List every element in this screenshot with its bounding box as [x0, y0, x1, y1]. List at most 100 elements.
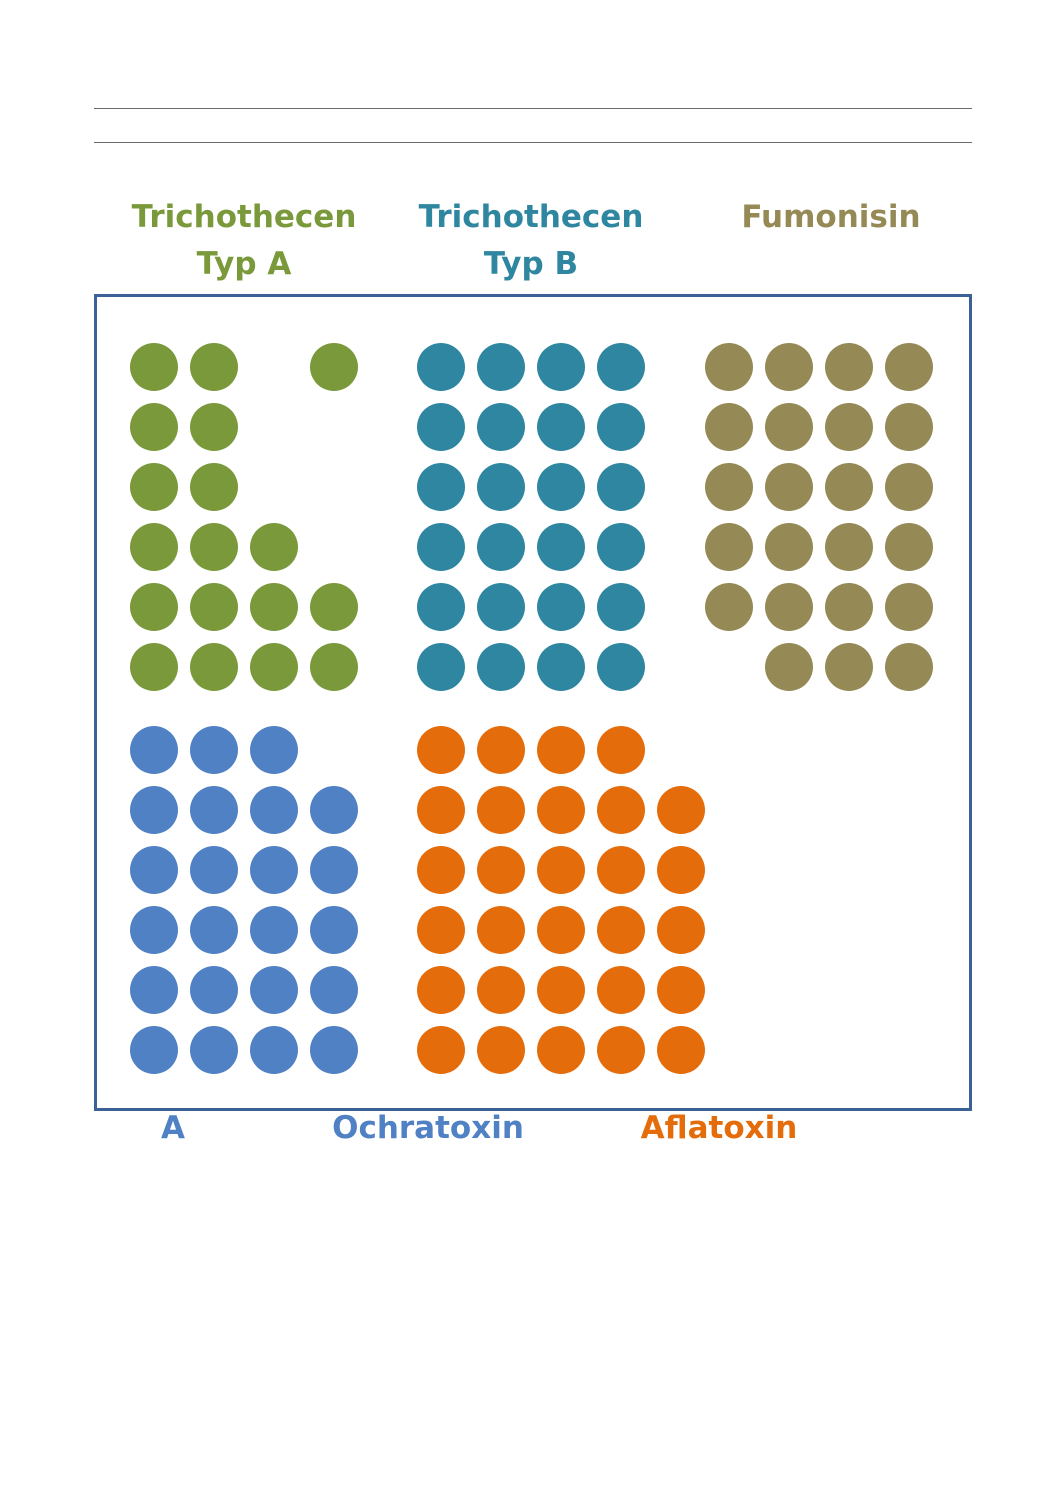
- dot-ochratoxin-a: [310, 906, 358, 954]
- dot-fumonisin: [765, 523, 813, 571]
- label-fumonisin: Fumonisin: [741, 199, 921, 235]
- dot-aflatoxin: [657, 1026, 705, 1074]
- label-trichothecen-a-line2: Typ A: [196, 246, 292, 282]
- dot-ochratoxin-a: [250, 846, 298, 894]
- dot-fumonisin: [825, 343, 873, 391]
- dot-ochratoxin-a: [310, 966, 358, 1014]
- dot-aflatoxin: [537, 906, 585, 954]
- dot-trichothecen-b: [537, 403, 585, 451]
- dot-fumonisin: [885, 463, 933, 511]
- label-aflatoxin: Aflatoxin: [640, 1110, 798, 1146]
- dot-trichothecen-b: [417, 403, 465, 451]
- dot-ochratoxin-a: [190, 846, 238, 894]
- label-trichothecen-b-line2: Typ B: [483, 246, 579, 282]
- dot-fumonisin: [765, 403, 813, 451]
- dot-ochratoxin-a: [130, 1026, 178, 1074]
- dot-ochratoxin-a: [250, 786, 298, 834]
- dot-trichothecen-b: [417, 463, 465, 511]
- dot-trichothecen-b: [537, 643, 585, 691]
- dot-trichothecen-a: [250, 523, 298, 571]
- dot-trichothecen-b: [477, 343, 525, 391]
- dot-fumonisin: [825, 583, 873, 631]
- dot-aflatoxin: [597, 846, 645, 894]
- dot-trichothecen-a: [130, 463, 178, 511]
- dot-aflatoxin: [477, 966, 525, 1014]
- dot-aflatoxin: [537, 786, 585, 834]
- dot-trichothecen-b: [537, 523, 585, 571]
- dot-aflatoxin: [657, 786, 705, 834]
- dot-fumonisin: [825, 403, 873, 451]
- dot-aflatoxin: [477, 846, 525, 894]
- dot-trichothecen-a: [310, 343, 358, 391]
- dot-aflatoxin: [657, 846, 705, 894]
- dot-fumonisin: [765, 583, 813, 631]
- dot-fumonisin: [765, 643, 813, 691]
- dot-ochratoxin-a: [250, 906, 298, 954]
- dot-aflatoxin: [657, 966, 705, 1014]
- dot-fumonisin: [825, 463, 873, 511]
- dot-fumonisin: [885, 403, 933, 451]
- label-trichothecen-b-line1: Trichothecen: [418, 199, 644, 235]
- dot-trichothecen-b: [537, 343, 585, 391]
- dot-ochratoxin-a: [130, 906, 178, 954]
- dot-trichothecen-a: [130, 403, 178, 451]
- dot-fumonisin: [705, 523, 753, 571]
- dot-trichothecen-a: [190, 403, 238, 451]
- dot-ochratoxin-a: [190, 1026, 238, 1074]
- dot-aflatoxin: [597, 786, 645, 834]
- dot-aflatoxin: [417, 726, 465, 774]
- dot-trichothecen-b: [477, 643, 525, 691]
- dot-aflatoxin: [597, 1026, 645, 1074]
- dot-ochratoxin-a: [190, 786, 238, 834]
- dot-trichothecen-a: [310, 643, 358, 691]
- dot-aflatoxin: [417, 846, 465, 894]
- dot-trichothecen-b: [597, 403, 645, 451]
- dot-ochratoxin-a: [130, 726, 178, 774]
- dot-aflatoxin: [537, 966, 585, 1014]
- dot-trichothecen-a: [190, 343, 238, 391]
- dot-aflatoxin: [597, 906, 645, 954]
- dot-fumonisin: [825, 643, 873, 691]
- dot-aflatoxin: [597, 726, 645, 774]
- dot-ochratoxin-a: [250, 726, 298, 774]
- dot-trichothecen-b: [597, 523, 645, 571]
- dot-trichothecen-b: [477, 403, 525, 451]
- dot-trichothecen-b: [597, 643, 645, 691]
- dot-trichothecen-a: [310, 583, 358, 631]
- dot-aflatoxin: [477, 906, 525, 954]
- dot-ochratoxin-a: [250, 1026, 298, 1074]
- dot-ochratoxin-a: [310, 846, 358, 894]
- label-ochratoxin: Ochratoxin: [332, 1110, 524, 1146]
- dot-ochratoxin-a: [130, 786, 178, 834]
- dot-trichothecen-b: [477, 463, 525, 511]
- dot-aflatoxin: [477, 786, 525, 834]
- dot-ochratoxin-a: [190, 966, 238, 1014]
- dot-trichothecen-a: [130, 643, 178, 691]
- dot-aflatoxin: [477, 1026, 525, 1074]
- label-ochratoxin-a-suffix: A: [161, 1110, 185, 1146]
- dot-aflatoxin: [537, 726, 585, 774]
- dot-aflatoxin: [417, 906, 465, 954]
- dot-ochratoxin-a: [190, 906, 238, 954]
- dot-aflatoxin: [537, 846, 585, 894]
- dot-ochratoxin-a: [310, 1026, 358, 1074]
- dot-trichothecen-a: [250, 583, 298, 631]
- dot-ochratoxin-a: [250, 966, 298, 1014]
- dot-fumonisin: [885, 643, 933, 691]
- dot-trichothecen-a: [130, 523, 178, 571]
- dot-trichothecen-b: [417, 643, 465, 691]
- dot-trichothecen-a: [190, 523, 238, 571]
- dot-aflatoxin: [537, 1026, 585, 1074]
- dot-fumonisin: [765, 343, 813, 391]
- dot-trichothecen-b: [417, 583, 465, 631]
- dot-fumonisin: [765, 463, 813, 511]
- dot-fumonisin: [705, 463, 753, 511]
- dot-aflatoxin: [417, 1026, 465, 1074]
- dot-fumonisin: [705, 343, 753, 391]
- dot-trichothecen-b: [537, 583, 585, 631]
- dot-trichothecen-a: [250, 643, 298, 691]
- dot-fumonisin: [885, 583, 933, 631]
- dot-trichothecen-a: [190, 583, 238, 631]
- dot-aflatoxin: [477, 726, 525, 774]
